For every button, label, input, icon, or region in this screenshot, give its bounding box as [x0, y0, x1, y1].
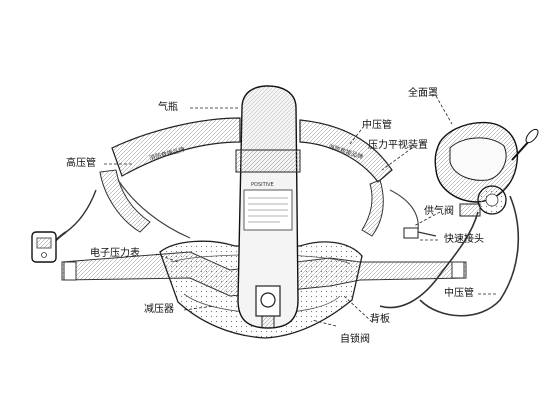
left-shoulder-strap [65, 117, 241, 239]
label-heads-up-display: 压力平视装置 [368, 140, 428, 151]
mid-pressure-hose [379, 195, 520, 317]
label-cylinder: 气瓶 [158, 102, 178, 113]
leader-lines [104, 95, 498, 327]
demand-valve [459, 203, 481, 217]
label-high-pressure-hose: 高压管 [66, 158, 96, 169]
cylinder-valve [255, 285, 281, 329]
cylinder-brand-text: POSITIVE [251, 182, 274, 188]
label-backplate: 背板 [370, 314, 390, 325]
label-quick-connector: 快速接头 [444, 234, 484, 245]
right-shoulder-strap [299, 119, 419, 237]
label-full-face-mask: 全面罩 [408, 88, 438, 99]
label-demand-valve: 供气阀 [424, 206, 454, 217]
electronic-pressure-gauge [31, 231, 67, 263]
air-cylinder [235, 85, 301, 329]
label-electronic-gauge: 电子压力表 [90, 248, 140, 259]
label-mid-pressure-hose-bottom: 中压管 [444, 288, 474, 299]
label-mid-pressure-hose-top: 中压管 [362, 120, 392, 131]
full-face-mask [434, 121, 539, 215]
label-pressure-reducer: 减压器 [144, 304, 174, 315]
label-self-locking-valve: 自锁阀 [340, 334, 370, 345]
